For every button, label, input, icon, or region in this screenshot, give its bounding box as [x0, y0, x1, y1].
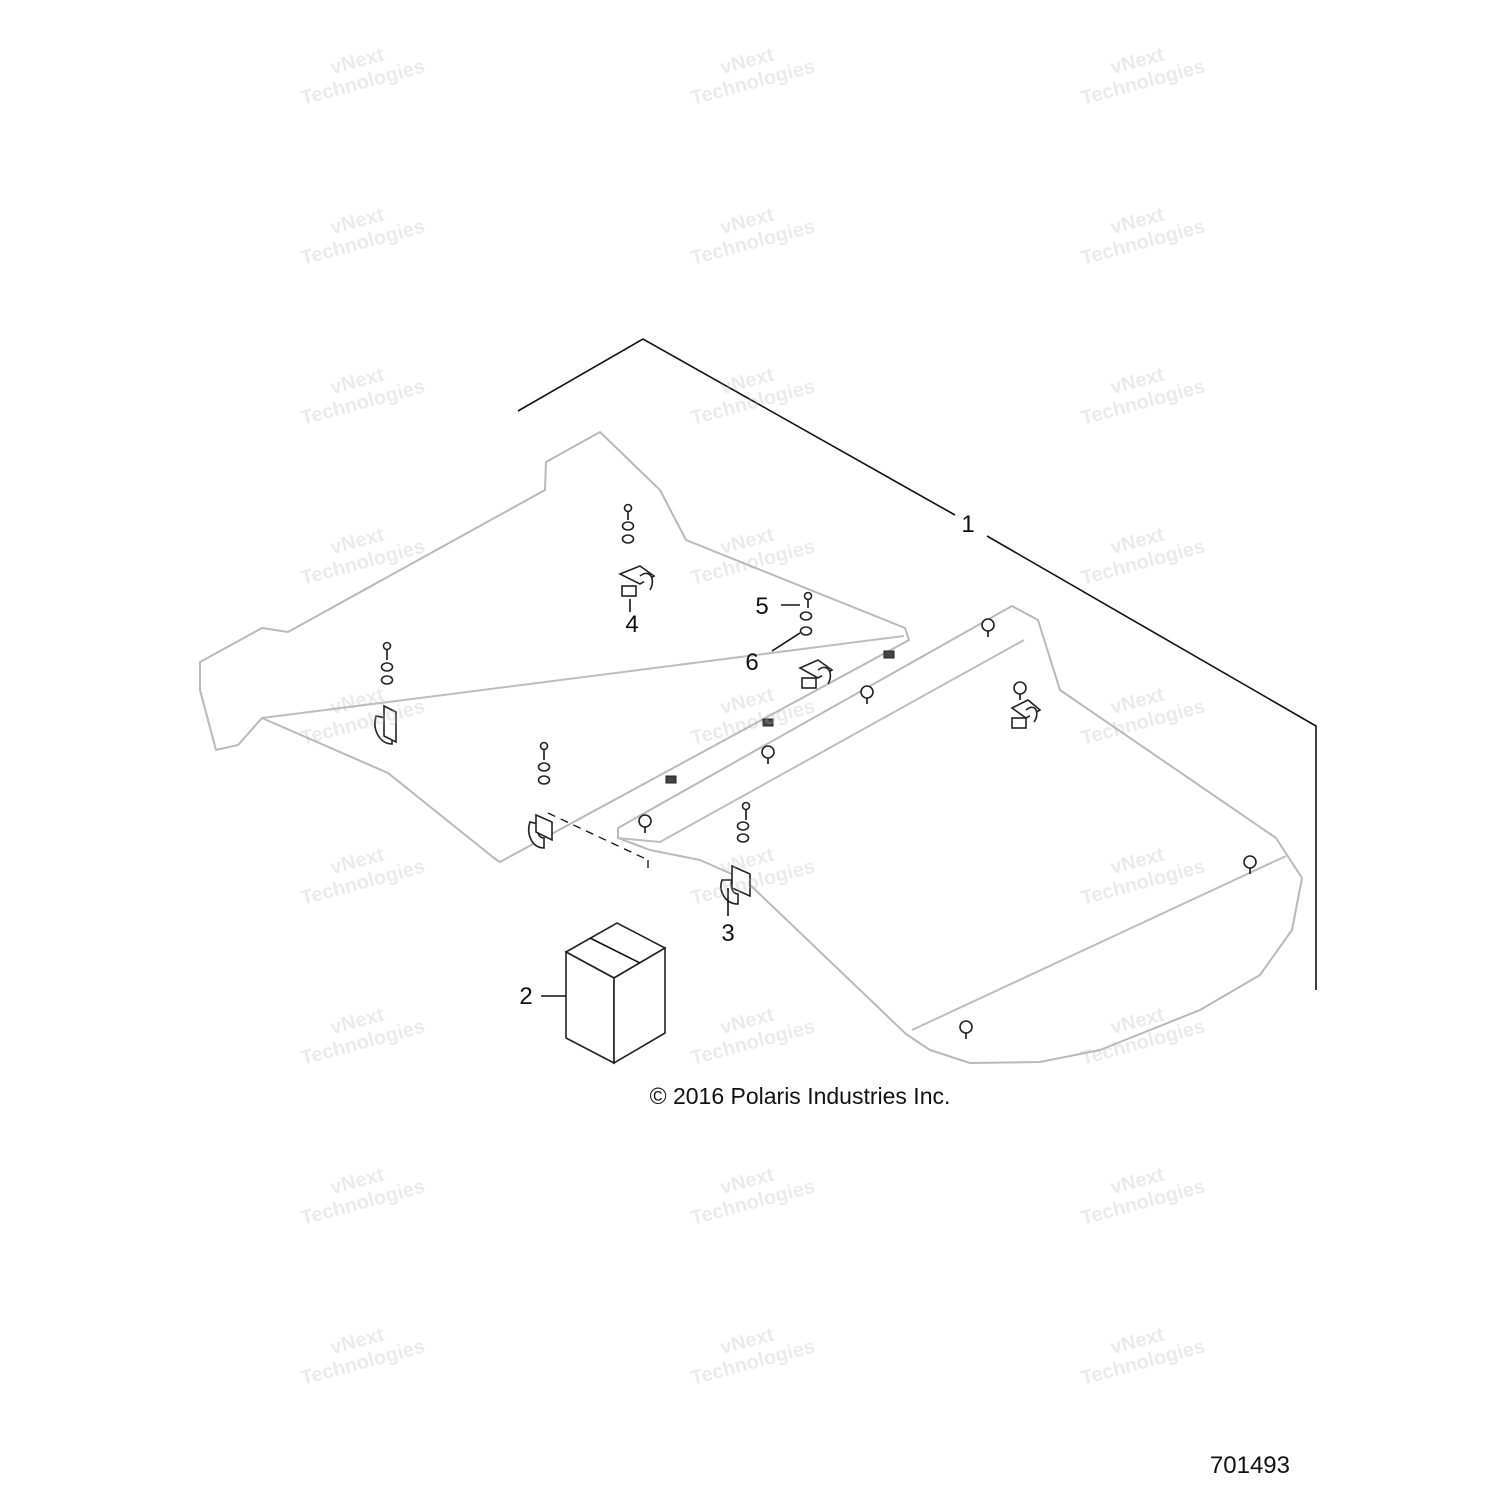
clamp-bracket-item6 — [798, 659, 834, 689]
assembly-bracket — [517, 338, 1317, 990]
push-rivets — [638, 618, 1257, 1039]
screw-stack-item5 — [799, 591, 813, 636]
box-item2 — [564, 922, 667, 1065]
callout-2: 2 — [519, 983, 532, 1010]
copyright-notice: © 2016 Polaris Industries Inc. — [649, 1083, 951, 1109]
left-floor-panel — [199, 431, 910, 863]
callout-6: 6 — [745, 649, 758, 676]
screw-stack-center — [537, 741, 551, 785]
callout-1: 1 — [961, 511, 974, 538]
screw-stack-top — [621, 503, 635, 544]
clamp-bracket-item4 — [618, 565, 656, 597]
nut-clips — [665, 650, 895, 784]
diagram-number: 701493 — [1209, 1452, 1290, 1479]
alignment-dashes — [547, 812, 649, 872]
callout-4: 4 — [625, 611, 638, 638]
right-floor-panel — [617, 605, 1303, 1064]
clamp-bracket-center — [528, 813, 553, 849]
clamp-bracket-item3 — [720, 864, 751, 905]
screw-stack-left — [380, 641, 394, 685]
screw-stack-item3 — [736, 801, 751, 843]
callout-3: 3 — [721, 920, 734, 947]
clamp-bracket-left — [374, 704, 397, 745]
callout-5: 5 — [755, 593, 768, 620]
clamp-bracket-right-panel — [1010, 699, 1042, 729]
leader-lines — [541, 599, 801, 997]
